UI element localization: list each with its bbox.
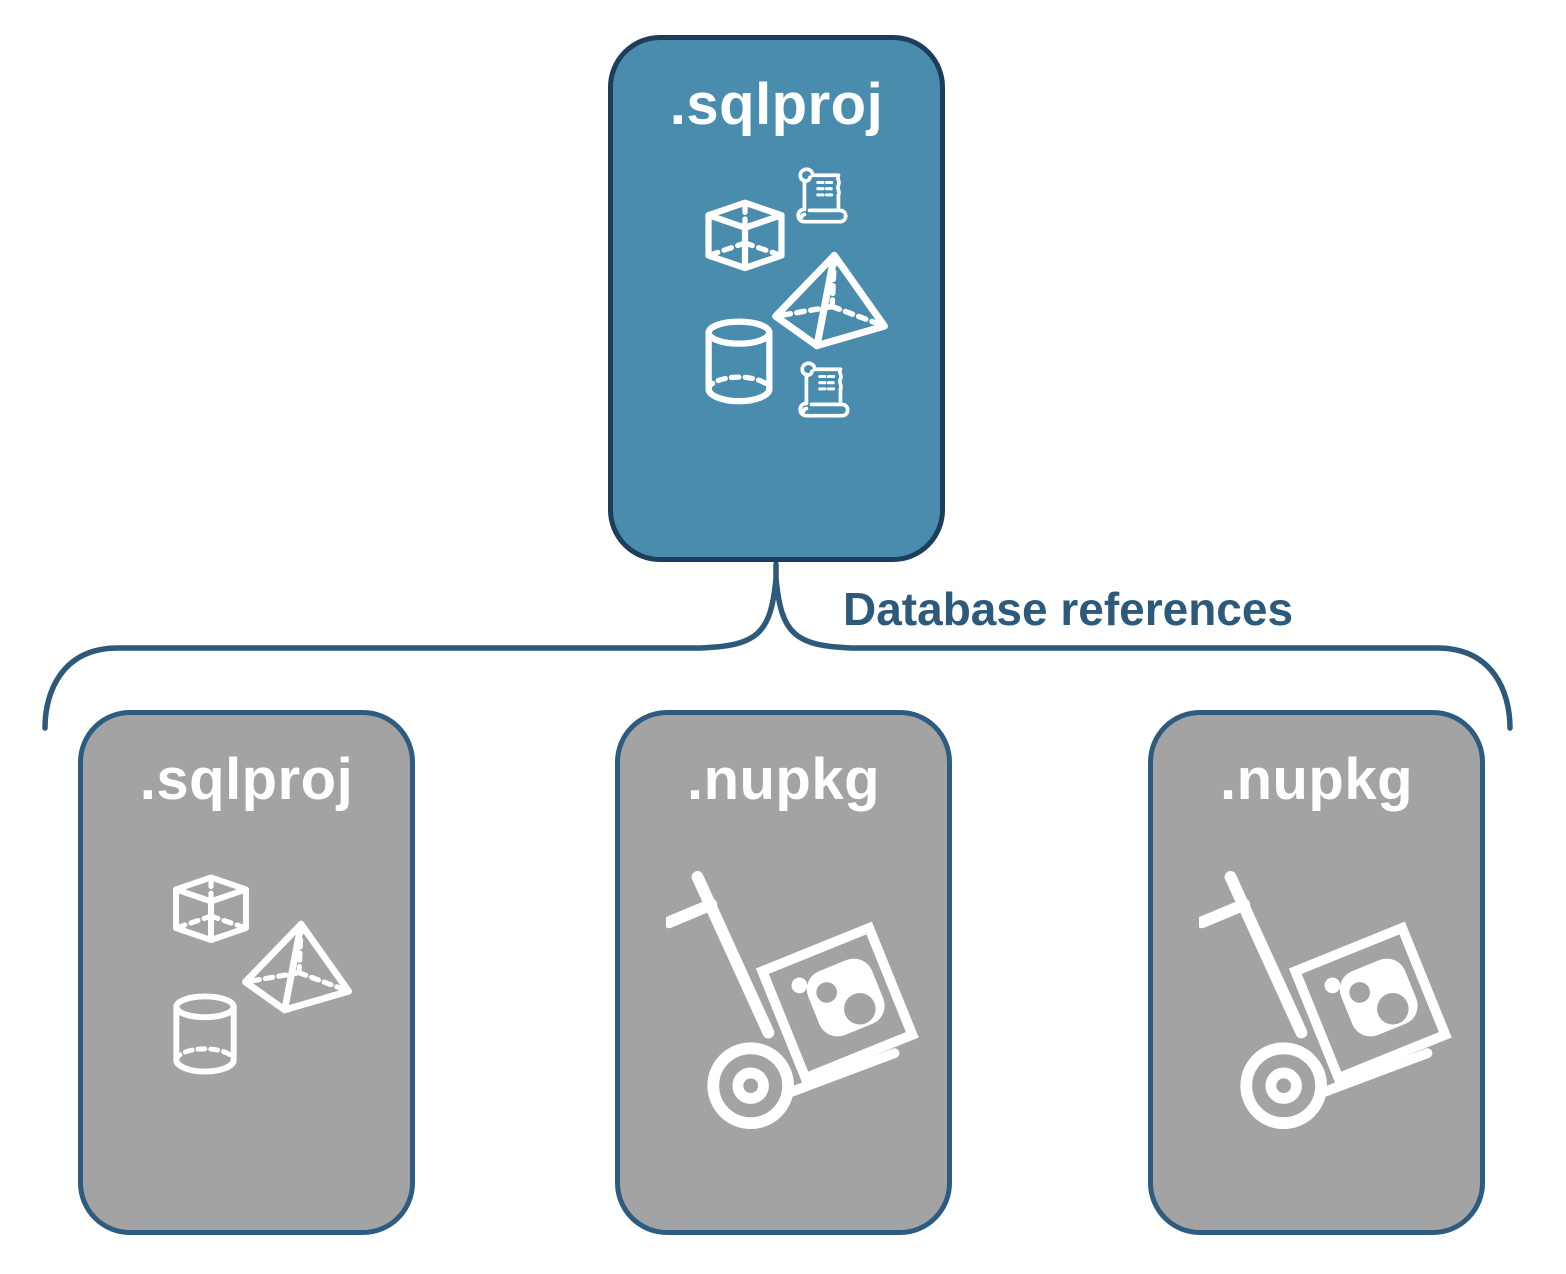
connector-label: Database references <box>843 583 1294 635</box>
nuget-package-handtruck-icon <box>1199 861 1455 1145</box>
child-box-nupkg-1: .nupkg <box>615 710 952 1235</box>
cylinder-icon <box>169 993 241 1078</box>
pyramid-icon <box>239 919 355 1014</box>
pyramid-icon <box>769 250 891 350</box>
child-box-nupkg-2: .nupkg <box>1148 710 1485 1235</box>
scroll-icon <box>791 166 857 232</box>
child-box-title: .nupkg <box>686 747 881 812</box>
child-box-title: .sqlproj <box>139 747 354 812</box>
parent-box-sqlproj: .sqlproj <box>608 35 945 562</box>
parent-box-title: .sqlproj <box>669 72 884 137</box>
scroll-icon <box>793 360 859 426</box>
nuget-package-handtruck-icon <box>666 861 922 1145</box>
child-box-title: .nupkg <box>1219 747 1414 812</box>
cylinder-icon <box>701 318 777 408</box>
child-box-sqlproj: .sqlproj <box>78 710 415 1235</box>
